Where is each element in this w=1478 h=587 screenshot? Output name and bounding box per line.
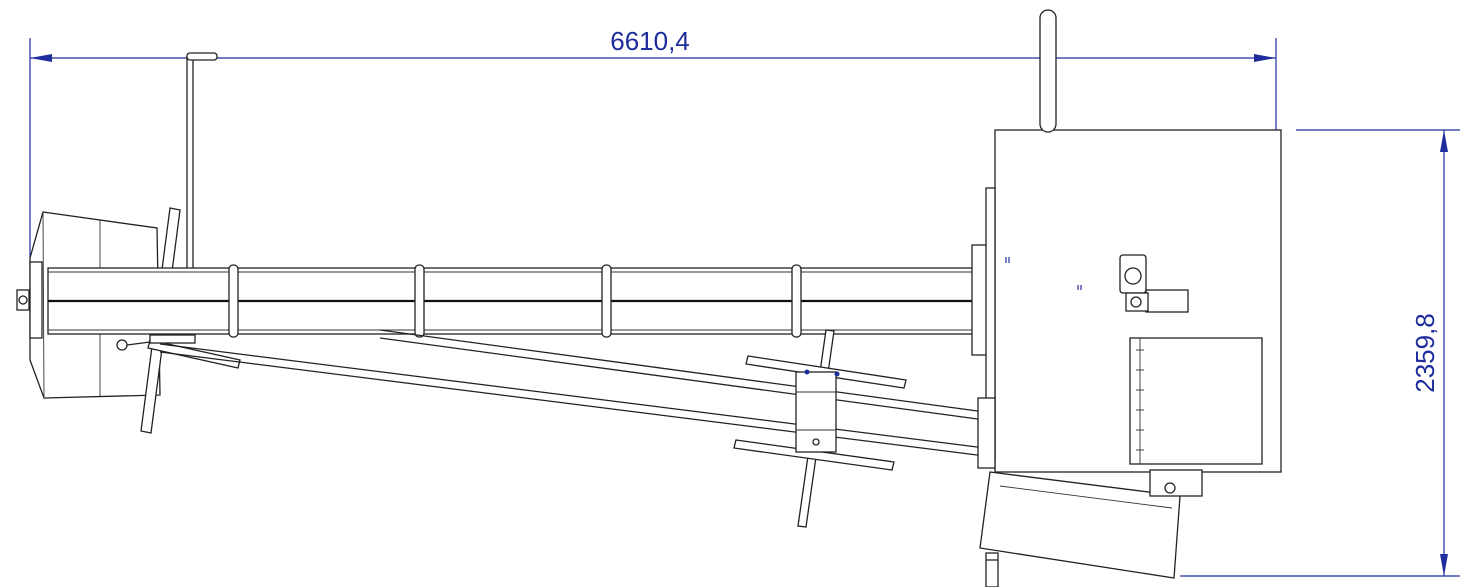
tube-clamp (228, 264, 239, 338)
tube-clamp (414, 264, 425, 338)
discharge-chute (979, 469, 1203, 587)
middle-carriage (733, 329, 907, 528)
dimension-length-label: 6610,4 (610, 26, 690, 56)
dimension-width: 2359,8 (1180, 129, 1460, 577)
tube-clamp (791, 264, 802, 338)
support-struts (159, 329, 986, 457)
dimension-width-label: 2359,8 (1410, 313, 1440, 393)
main-unit (977, 9, 1282, 473)
conveyor-tube (47, 244, 995, 356)
dimension-length: 6610,4 (29, 26, 1277, 262)
tube-clamp (601, 264, 612, 338)
